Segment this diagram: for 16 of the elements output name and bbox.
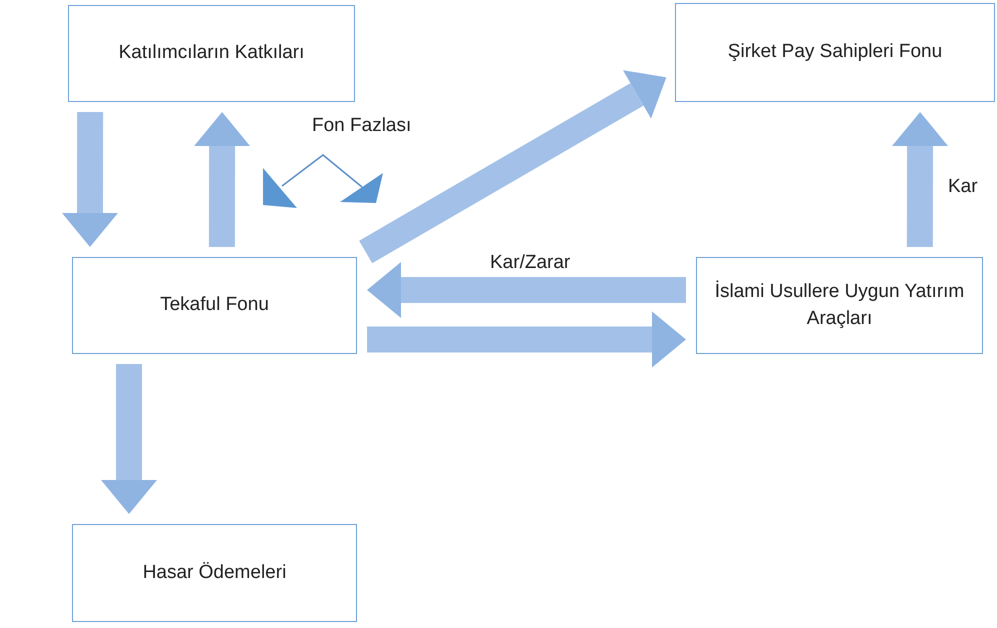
box-label: Tekaful Fonu [160,293,269,318]
box-label: İslami Usullere Uygun Yatırım Araçları [714,280,966,330]
block-arrow [62,112,118,247]
block-arrow [101,364,157,514]
box-label: Katılımcıların Katkıları [118,41,304,66]
process-box [72,257,357,354]
block-arrow [367,311,686,368]
block-arrow [367,262,686,318]
block-arrow [194,112,250,247]
block-arrow [892,112,948,248]
process-box [696,257,983,354]
process-box [68,5,355,102]
box-label: Şirket Pay Sahipleri Fonu [728,40,942,64]
box-label: Hasar Ödemeleri [142,560,286,585]
process-box [72,524,357,622]
process-box [675,3,995,102]
